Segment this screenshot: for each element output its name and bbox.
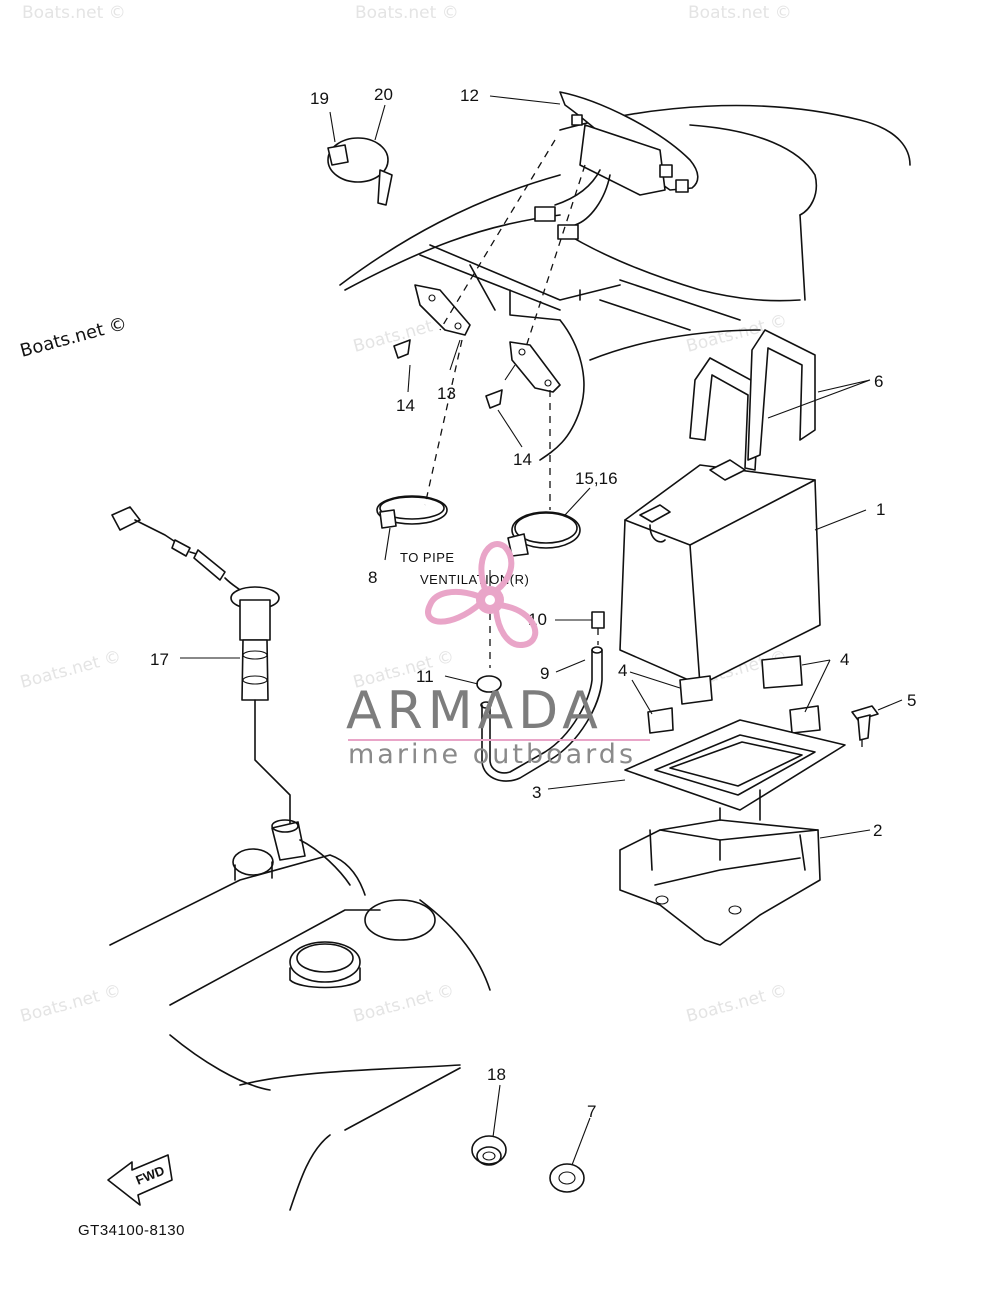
fwd-arrow: FWD xyxy=(107,1154,173,1206)
callout-19: 19 xyxy=(310,89,329,108)
callout-6: 6 xyxy=(874,372,883,391)
leader-lines xyxy=(180,95,903,1166)
site-watermark: Boats.net © xyxy=(18,313,130,362)
armada-logo: ARMADA marine outboards xyxy=(346,541,650,770)
watermark-text: Boats.net © xyxy=(351,981,456,1027)
part-12-cover-unit xyxy=(534,91,699,240)
part-6-straps xyxy=(689,329,816,471)
part-5-bolt xyxy=(851,705,879,752)
note-line-ventilation: VENTILATION(R) xyxy=(420,572,529,587)
part-10-fitting xyxy=(591,611,605,645)
callout-5: 5 xyxy=(907,691,916,710)
brand-name: ARMADA xyxy=(346,681,603,741)
callout-3: 3 xyxy=(532,783,541,802)
callout-numbers: 1 2 3 4 4 5 6 7 8 9 10 11 12 13 14 14 15… xyxy=(150,85,916,1121)
part-3-gasket xyxy=(624,719,846,811)
callout-13: 13 xyxy=(437,384,456,403)
part-1-battery xyxy=(619,459,821,686)
callout-8: 8 xyxy=(368,568,377,587)
callout-14a: 14 xyxy=(396,396,415,415)
lower-hull-outline xyxy=(109,819,491,1211)
diagram-code: GT34100-8130 xyxy=(78,1222,185,1239)
part-7-grommet xyxy=(549,1163,585,1193)
callout-18: 18 xyxy=(487,1065,506,1084)
part-17-sensor xyxy=(111,506,291,831)
part-9-vent-hose xyxy=(480,646,603,782)
part-4-pads xyxy=(647,655,821,734)
watermark-text: Boats.net © xyxy=(688,3,792,23)
watermark-text: Boats.net © xyxy=(684,981,789,1027)
part-13-brackets xyxy=(414,284,561,393)
callout-9: 9 xyxy=(540,664,549,683)
part-19-20-clamp xyxy=(327,137,393,206)
callout-11: 11 xyxy=(416,667,434,686)
callout-20: 20 xyxy=(374,85,393,104)
propeller-icon xyxy=(425,541,539,649)
brand-tagline: marine outboards xyxy=(348,739,636,770)
callout-17: 17 xyxy=(150,650,169,669)
part-18-grommet xyxy=(471,1135,507,1166)
callout-2: 2 xyxy=(873,821,882,840)
part-14-screws xyxy=(393,339,503,409)
part-2-battery-box xyxy=(619,789,821,946)
watermark-text: Boats.net © xyxy=(18,981,123,1027)
callout-7: 7 xyxy=(587,1102,596,1121)
callout-12: 12 xyxy=(460,86,479,105)
callout-4a: 4 xyxy=(618,661,627,680)
part-8-hose-band xyxy=(376,495,448,529)
callout-15-16: 15,16 xyxy=(575,469,618,488)
part-15-16-hose-band xyxy=(507,511,581,557)
callout-4b: 4 xyxy=(840,650,849,669)
callout-1: 1 xyxy=(876,500,885,519)
upper-hull-outline xyxy=(339,104,911,461)
callout-14b: 14 xyxy=(513,450,532,469)
note-line-to-pipe: TO PIPE xyxy=(400,550,455,565)
watermark-text: Boats.net © xyxy=(355,3,459,23)
watermark-text: Boats.net © xyxy=(22,3,126,23)
part-11-clip xyxy=(476,600,502,693)
watermark-text: Boats.net © xyxy=(18,647,123,693)
